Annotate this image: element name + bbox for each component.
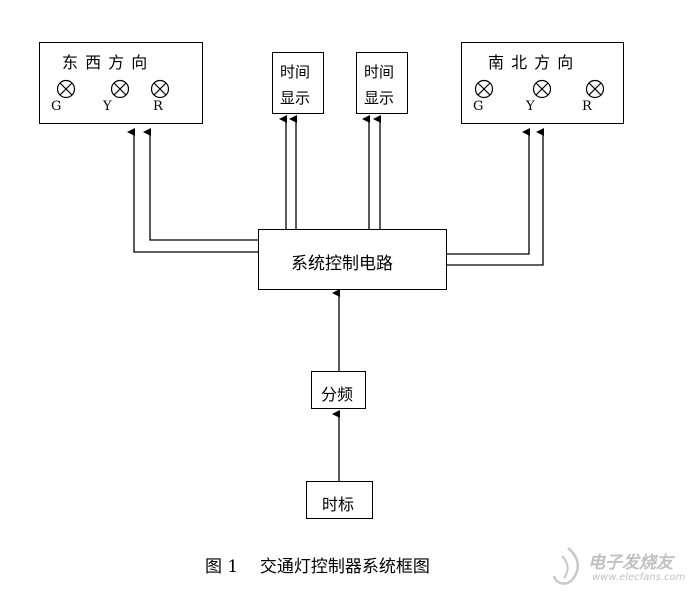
- watermark: 电子发烧友 www.elecfans.com: [548, 546, 694, 590]
- ew-lamp-g-icon: [56, 79, 76, 99]
- watermark-logo-icon: [552, 547, 580, 585]
- controller-box: 系统控制电路: [258, 229, 447, 290]
- ns-lamp-r-label: R: [582, 99, 592, 114]
- ew-lamp-r-icon: [150, 79, 170, 99]
- ew-lamp-g-label: G: [51, 99, 62, 114]
- ns-lamp-g-label: G: [473, 99, 484, 114]
- ns-lamp-r-icon: [585, 79, 605, 99]
- wire-ctrl-ew-inner: [143, 128, 258, 241]
- ns-lamp-y-icon: [532, 79, 552, 99]
- ew-direction-box: 东 西 方 向 G Y R: [39, 42, 203, 124]
- watermark-en: www.elecfans.com: [592, 572, 686, 583]
- timebase-box: 时标: [306, 481, 373, 519]
- ew-lamp-y-label: Y: [103, 99, 112, 114]
- ew-lamp-y-icon: [110, 79, 130, 99]
- ew-direction-title: 东 西 方 向: [62, 53, 149, 72]
- time-display-1-line2: 显示: [280, 89, 311, 107]
- ns-lamp-g-icon: [474, 79, 494, 99]
- time-display-2-line2: 显示: [364, 89, 395, 107]
- time-display-1-box: 时间 显示: [272, 52, 324, 114]
- time-display-1-line1: 时间: [280, 63, 311, 81]
- ns-lamp-y-label: Y: [526, 99, 535, 114]
- ew-lamp-r-label: R: [153, 99, 163, 114]
- figure-caption: 图 1 交通灯控制器系统框图: [205, 557, 430, 577]
- wire-ctrl-ew-outer: [127, 128, 258, 253]
- ns-direction-title: 南 北 方 向: [488, 53, 575, 72]
- divider-box: 分频: [311, 371, 366, 409]
- wire-ctrl-ns-outer: [447, 128, 544, 266]
- ns-direction-box: 南 北 方 向 G Y R: [461, 42, 624, 124]
- time-display-2-box: 时间 显示: [356, 52, 408, 114]
- controller-label: 系统控制电路: [291, 254, 393, 274]
- time-display-2-line1: 时间: [364, 63, 395, 81]
- wire-ctrl-ns-inner: [447, 128, 530, 255]
- watermark-cn: 电子发烧友: [588, 553, 673, 573]
- divider-label: 分频: [321, 385, 354, 404]
- timebase-label: 时标: [322, 495, 355, 514]
